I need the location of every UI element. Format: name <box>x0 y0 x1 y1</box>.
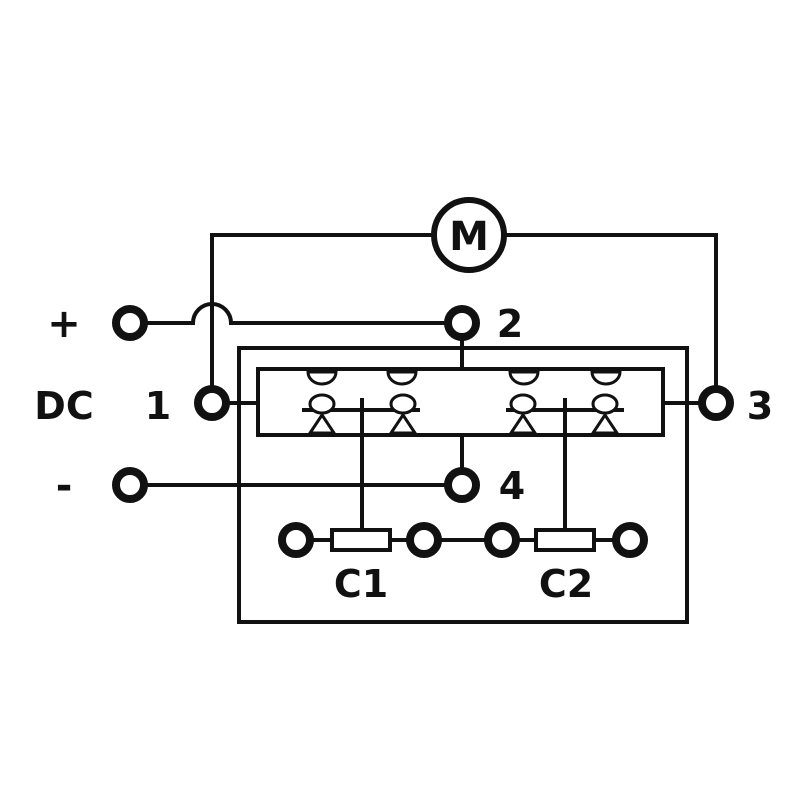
terminal-2 <box>444 305 480 341</box>
minus-label: - <box>56 463 73 509</box>
terminal-4-label: 4 <box>499 464 525 508</box>
coil-c2-terminal-b <box>612 522 648 558</box>
terminal-2-label: 2 <box>497 302 523 346</box>
coil-c2 <box>534 528 596 552</box>
coil-c1 <box>330 528 392 552</box>
moving-contact-4 <box>591 393 619 415</box>
moving-contact-2 <box>389 393 417 415</box>
moving-contact-3 <box>509 393 537 415</box>
plus-terminal <box>112 305 148 341</box>
motor-label: M <box>449 214 489 260</box>
lower-contact-3 <box>508 412 538 435</box>
upper-contact-4 <box>590 370 622 386</box>
terminal-3-label: 3 <box>747 384 773 428</box>
upper-contact-2 <box>386 370 418 386</box>
lower-contact-2 <box>388 412 418 435</box>
motor-symbol: M <box>431 197 507 273</box>
dc-label: DC <box>34 384 93 428</box>
motor-circle <box>431 197 507 273</box>
moving-contact-1 <box>308 393 336 415</box>
terminal-4 <box>444 467 480 503</box>
coil-c1-terminal-a <box>278 522 314 558</box>
motor-wire-right <box>504 233 718 405</box>
coil-c2-terminal-a <box>484 522 520 558</box>
wire-crossover-hop <box>190 302 234 326</box>
lower-contact-4 <box>590 412 620 435</box>
upper-contact-3 <box>508 370 540 386</box>
terminal-1 <box>194 385 230 421</box>
coil-c1-terminal-b <box>406 522 442 558</box>
lower-contact-1 <box>307 412 337 435</box>
upper-contact-1 <box>306 370 338 386</box>
terminal-3 <box>698 385 734 421</box>
terminal-1-label: 1 <box>145 384 171 428</box>
motor-wire-left <box>210 233 434 405</box>
coil-c1-label: C1 <box>334 562 388 606</box>
coil-c2-label: C2 <box>539 562 593 606</box>
minus-terminal <box>112 467 148 503</box>
plus-label: + <box>47 301 81 347</box>
